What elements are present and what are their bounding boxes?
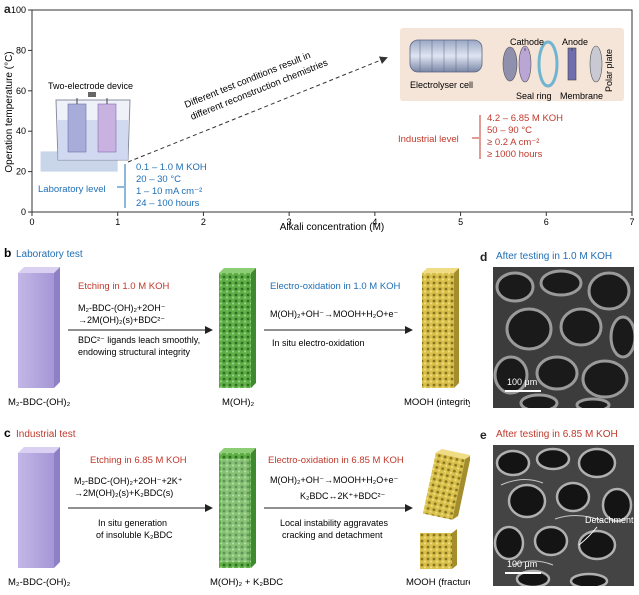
panel-e-title: After testing in 6.85 M KOH (496, 429, 618, 440)
lab-line-4: 24 – 100 hours (136, 198, 200, 209)
y-tick-label: 80 (16, 45, 26, 55)
sem-image-e: Detachment 100 μm (493, 445, 634, 586)
cell-components-icon (502, 40, 603, 88)
plot-frame (31, 9, 633, 213)
y-tick-label: 40 (16, 126, 26, 136)
panel-d-letter: d (480, 250, 488, 264)
x-axis-label: Alkali concentration (M) (280, 222, 384, 233)
y-tick-label: 20 (16, 167, 26, 177)
ind-line-2: 50 – 90 °C (487, 125, 532, 136)
c-step1-title: Etching in 6.85 M KOH (90, 455, 187, 466)
axes: 0 1 2 3 4 5 6 7 0 20 40 60 80 100 (11, 5, 635, 227)
c-step2-title: Electro-oxidation in 6.85 M KOH (268, 455, 404, 466)
label-end-c: MOOH (fracture) (406, 577, 470, 588)
scale-bar-e: 100 μm (507, 559, 537, 569)
two-electrode-device-icon (55, 92, 131, 161)
c-step2-eq1: M(OH)₂+OH⁻→MOOH+H₂O+e⁻ (270, 475, 398, 485)
x-tick-label: 0 (29, 217, 34, 227)
c-step1-note1: In situ generation (98, 518, 167, 528)
polar-plate-label: Polar plate (604, 49, 614, 92)
c-step1-eq1: M₂-BDC-(OH)₂+2OH⁻+2K⁺ (74, 476, 183, 486)
x-tick-label: 5 (458, 217, 463, 227)
y-tick-label: 0 (21, 207, 26, 217)
c-step2-eq2: K₂BDC↔2K⁺+BDC²⁻ (300, 491, 386, 501)
b-step2-title: Electro-oxidation in 1.0 M KOH (270, 281, 401, 292)
lab-line-1: 0.1 – 1.0 M KOH (136, 162, 207, 173)
panel-a-letter: a (4, 2, 11, 16)
ind-line-4: ≥ 1000 hours (487, 149, 543, 160)
b-step1-eq1: M₂-BDC-(OH)₂+2OH⁻ (78, 303, 166, 313)
final-prism-b (422, 268, 459, 388)
ind-line-3: ≥ 0.2 A cm⁻² (487, 137, 539, 148)
x-tick-label: 4 (372, 217, 377, 227)
precursor-prism-c (18, 447, 60, 568)
mid-prism-c (219, 448, 256, 568)
panel-b-title: Laboratory test (16, 249, 83, 260)
c-step2-note1: Local instability aggravates (280, 518, 389, 528)
y-tick-label: 60 (16, 86, 26, 96)
y-tick-label: 100 (11, 5, 26, 15)
panel-c-letter: c (4, 426, 11, 440)
membrane-label: Membrane (560, 91, 603, 101)
x-tick-label: 1 (115, 217, 120, 227)
seal-ring-label: Seal ring (516, 91, 552, 101)
lab-line-3: 1 – 10 mA cm⁻² (136, 186, 202, 197)
lab-level-label: Laboratory level (38, 184, 106, 195)
x-tick-label: 3 (287, 217, 292, 227)
label-mid-b: M(OH)₂ (222, 397, 254, 408)
b-step2-note: In situ electro-oxidation (272, 338, 365, 348)
x-tick-label: 2 (201, 217, 206, 227)
trend-arrow (127, 56, 388, 163)
panel-d-title: After testing in 1.0 M KOH (496, 251, 613, 262)
b-step1-title: Etching in 1.0 M KOH (78, 281, 169, 292)
lab-line-2: 20 – 30 °C (136, 174, 181, 185)
electrolyser-label: Electrolyser cell (410, 80, 473, 90)
label-start-c: M₂-BDC-(OH)₂ (8, 577, 71, 588)
anode-label: Anode (562, 37, 588, 47)
sem-image-d: 100 μm (493, 267, 634, 408)
scale-bar-d: 100 μm (507, 377, 537, 387)
ind-level-label: Industrial level (398, 134, 459, 145)
panel-e-letter: e (480, 428, 487, 442)
b-step1-note2: endowing structural integrity (78, 347, 191, 357)
label-start-b: M₂-BDC-(OH)₂ (8, 397, 71, 408)
c-step2-note2: cracking and detachment (282, 530, 383, 540)
b-step2-eq: M(OH)₂+OH⁻→MOOH+H₂O+e⁻ (270, 309, 398, 319)
device-label: Two-electrode device (48, 81, 133, 91)
precursor-prism-b (18, 267, 60, 388)
label-end-b: MOOH (integrity) (404, 397, 470, 408)
c-step1-eq2: →2M(OH)₂(s)+K₂BDC(s) (74, 488, 173, 498)
c-step1-note2: of insoluble K₂BDC (96, 530, 173, 540)
x-tick-label: 6 (544, 217, 549, 227)
x-tick-label: 7 (629, 217, 634, 227)
panel-c-title: Industrial test (16, 429, 76, 440)
cathode-label: Cathode (510, 37, 544, 47)
b-step1-note1: BDC²⁻ ligands leach smoothly, (78, 335, 200, 345)
mid-prism-b (219, 268, 256, 388)
label-mid-c: M(OH)₂ + K₂BDC (210, 577, 283, 588)
ind-line-1: 4.2 – 6.85 M KOH (487, 113, 563, 124)
electrolyser-cell-icon (409, 39, 483, 73)
final-prism-c-fractured (420, 449, 470, 569)
detachment-label: Detachment (585, 515, 634, 525)
process-diagrams: b Laboratory test M₂-BDC-(OH)₂ Etching i… (4, 246, 470, 588)
b-step1-eq2: →2M(OH)₂(s)+BDC²⁻ (78, 315, 165, 325)
y-axis-label: Operation temperature (°C) (4, 51, 15, 172)
panel-b-letter: b (4, 246, 11, 260)
